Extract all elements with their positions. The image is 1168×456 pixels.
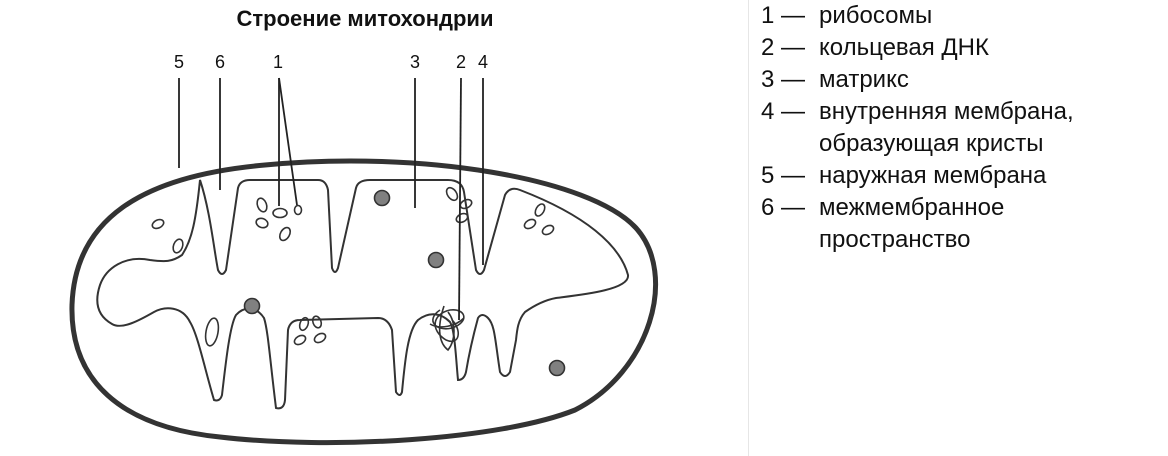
legend-key: 2 —: [761, 34, 806, 61]
circular-dna: [429, 305, 465, 352]
ribosome: [293, 204, 303, 216]
ribosome: [311, 315, 323, 329]
ribosome: [523, 218, 537, 230]
ribosome: [172, 238, 184, 254]
legend-key: 3 —: [761, 66, 806, 93]
label-3: 3: [410, 52, 420, 72]
matrix-granule: [548, 359, 566, 377]
label-4: 4: [478, 52, 488, 72]
legend-item-2: 2 — кольцевая ДНК: [761, 32, 1161, 64]
ribosome: [541, 224, 555, 236]
ribosome: [298, 316, 310, 332]
diagram-title: Строение митохондрии: [236, 6, 494, 31]
mitochondrion-diagram-panel: Строение митохондрии: [69, 6, 659, 446]
mitochondrion-diagram: 5 6 1 3 2 4: [69, 52, 659, 446]
matrix-granule: [427, 251, 445, 269]
legend: 1 — рибосомы 2 — кольцевая ДНК 3 — матри…: [761, 0, 1161, 256]
ribosome: [445, 186, 459, 202]
ribosome: [278, 226, 292, 242]
legend-key: 5 —: [761, 162, 806, 189]
label-6: 6: [215, 52, 225, 72]
legend-key: 6 —: [761, 194, 806, 221]
ribosome: [204, 317, 220, 347]
ribosome: [255, 217, 269, 229]
ribosome: [313, 332, 327, 344]
legend-item-3: 3 — матрикс: [761, 64, 1161, 96]
matrix-granule: [373, 189, 391, 207]
legend-key: 1 —: [761, 2, 806, 29]
granule-group: [243, 189, 566, 377]
panel-divider: [748, 0, 749, 456]
label-1: 1: [273, 52, 283, 72]
legend-item-5: 5 — наружная мембрана: [761, 160, 1161, 192]
ribosome: [293, 334, 307, 346]
leader-lines: [178, 77, 484, 321]
ribosome: [272, 207, 288, 219]
legend-text: внутренняя мембрана, образующая кристы: [819, 98, 1074, 157]
legend-text: кольцевая ДНК: [819, 34, 989, 61]
label-5: 5: [174, 52, 184, 72]
legend-text: матрикс: [819, 66, 909, 93]
legend-text: наружная мембрана: [819, 162, 1047, 189]
legend-text: рибосомы: [819, 2, 933, 29]
ribosome: [256, 197, 268, 213]
legend-item-4: 4 — внутренняя мембрана, образующая крис…: [761, 96, 1161, 160]
ribosome: [534, 203, 546, 217]
matrix-granule: [243, 297, 261, 315]
legend-item-6: 6 — межмембранное пространство: [761, 192, 1161, 256]
inner-membrane-cristae: [96, 179, 629, 410]
ribosome: [151, 218, 165, 230]
legend-text: межмембранное пространство: [819, 194, 1005, 253]
outer-membrane: [69, 158, 659, 446]
legend-item-1: 1 — рибосомы: [761, 0, 1161, 32]
ribosome-group: [151, 186, 555, 347]
label-2: 2: [456, 52, 466, 72]
legend-key: 4 —: [761, 98, 806, 125]
